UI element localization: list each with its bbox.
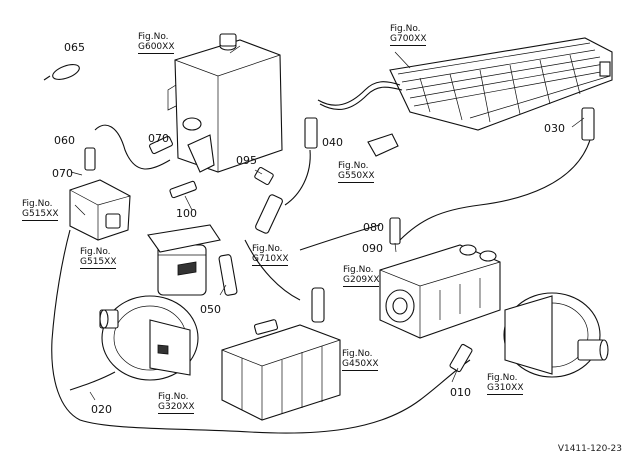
hose-cooler-inlet (317, 81, 401, 106)
label-095: 095 (236, 154, 257, 167)
figref-g700: Fig.No.G700XX (390, 24, 427, 46)
drawing-code: V1411-120-23 (557, 444, 622, 454)
label-070-left: 070 (52, 167, 73, 180)
label-050: 050 (200, 303, 221, 316)
figref-g710: Fig.No.G710XX (252, 244, 289, 266)
hose-030 (399, 139, 591, 241)
label-090: 090 (362, 242, 383, 255)
figref-g209: Fig.No.G209XX (343, 265, 380, 287)
label-030: 030 (544, 122, 565, 135)
fitting-060 (84, 147, 96, 171)
hydraulic-pump-g209 (379, 244, 501, 339)
bracket-g550 (367, 133, 399, 157)
hydraulic-motor-g310 (503, 292, 609, 378)
hose-supply (244, 239, 301, 301)
figref-g550: Fig.No.G550XX (338, 161, 375, 183)
label-080: 080 (363, 221, 384, 234)
label-070-center: 070 (148, 132, 169, 145)
fitting-080 (389, 217, 401, 245)
label-040: 040 (322, 136, 343, 149)
fitting-070 (149, 135, 173, 155)
fitting-030 (581, 107, 595, 141)
label-065: 065 (64, 41, 85, 54)
hose-040 (284, 149, 311, 206)
figref-g310: Fig.No.G310XX (487, 373, 524, 395)
fitting-g710 (255, 194, 283, 234)
fitting-095 (254, 166, 274, 186)
figref-g515-a: Fig.No.G515XX (22, 199, 59, 221)
hose-060 (94, 124, 171, 170)
fitting-100 (169, 180, 197, 199)
hose-clamp-065 (43, 64, 80, 81)
fitting-050 (218, 254, 238, 296)
fitting-010 (449, 343, 473, 373)
label-100: 100 (176, 207, 197, 220)
control-valve-g450 (221, 287, 341, 421)
fitting-040 (304, 117, 318, 149)
figref-g450: Fig.No.G450XX (342, 349, 379, 371)
label-010: 010 (450, 386, 471, 399)
figref-g600: Fig.No.G600XX (138, 32, 175, 54)
label-060: 060 (54, 134, 75, 147)
figref-g515-b: Fig.No.G515XX (80, 247, 117, 269)
hydraulic-motor-g320 (99, 295, 199, 381)
hose-020 (69, 371, 116, 391)
valve-block-g515 (69, 179, 131, 241)
figref-g320: Fig.No.G320XX (158, 392, 195, 414)
label-020: 020 (91, 403, 112, 416)
oil-cooler (389, 37, 613, 131)
hose-long-left (51, 229, 471, 434)
oil-filter (147, 224, 221, 296)
hydraulic-tank (167, 33, 283, 173)
